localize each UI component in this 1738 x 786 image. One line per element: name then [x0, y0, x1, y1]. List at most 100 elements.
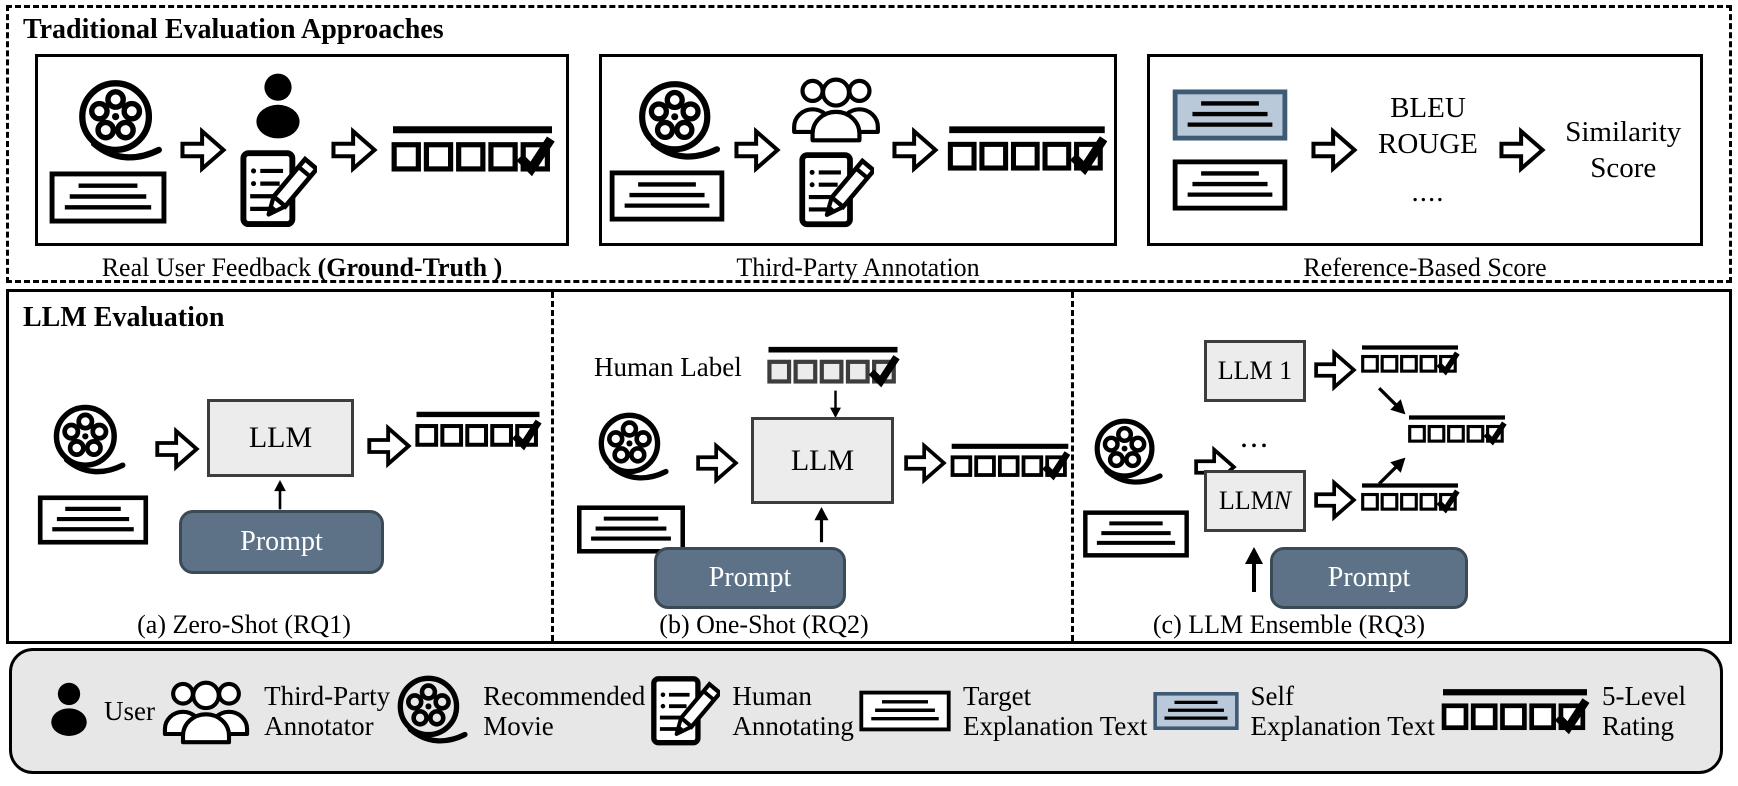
- up-arrow-icon: [1242, 542, 1266, 598]
- prompt-box: Prompt: [654, 547, 846, 609]
- legend-label-user: User: [104, 695, 155, 726]
- panel-real-user-feedback: [35, 54, 569, 246]
- rating-icon: [414, 410, 542, 451]
- prompt-box: Prompt: [1270, 547, 1468, 609]
- panel-column-third-party: Third-Party Annotation: [599, 54, 1117, 283]
- movie-reel-icon: [395, 673, 471, 749]
- rating-icon: [950, 442, 1070, 481]
- ensemble-dots: ...: [1240, 418, 1270, 454]
- target-text-icon: [37, 495, 149, 545]
- traditional-panel-row: Real User Feedback (Ground-Truth ): [35, 54, 1707, 283]
- panel-divider: [1071, 292, 1074, 641]
- prompt-box: Prompt: [179, 510, 384, 574]
- section-title-llm-evaluation: LLM Evaluation: [23, 302, 225, 333]
- self-text-icon: [1169, 89, 1291, 141]
- annotator-annotating-stack: [789, 70, 883, 230]
- up-arrow-icon: [272, 480, 288, 510]
- self-text-icon: [1153, 681, 1239, 741]
- movie-reel-icon: [51, 402, 129, 480]
- movie-and-text-stack: [609, 78, 725, 222]
- panel-third-party-annotation: [599, 54, 1117, 246]
- user-icon: [46, 680, 92, 742]
- rating-icon: [1440, 687, 1590, 735]
- target-text-icon: [1082, 510, 1190, 558]
- prompt-label: Prompt: [1327, 562, 1411, 593]
- metric-dots: ....: [1411, 176, 1445, 209]
- panel-caption-third-party: Third-Party Annotation: [736, 253, 980, 282]
- up-arrow-icon: [812, 507, 831, 543]
- block-arrow-icon: [1309, 125, 1359, 175]
- notepad-pencil-icon: [239, 149, 317, 230]
- notepad-pencil-icon: [798, 151, 874, 230]
- llm-evaluation-section: LLM Evaluation LLM Prompt (a) Zero-Shot …: [6, 289, 1732, 644]
- movie-reel-icon: [596, 410, 672, 486]
- similarity-line: Similarity: [1565, 115, 1682, 148]
- llm-n-label: LLM: [1218, 486, 1274, 515]
- metric-rouge: ROUGE: [1378, 127, 1478, 160]
- traditional-evaluation-section: Traditional Evaluation Approaches: [6, 5, 1732, 283]
- target-text-icon: [859, 679, 951, 743]
- block-arrow-icon: [732, 125, 782, 175]
- panel-reference-based-score: BLEU ROUGE .... Similarity Score: [1147, 54, 1703, 246]
- movie-reel-icon: [1092, 416, 1166, 490]
- rating-icon: [1360, 482, 1460, 514]
- one-shot-panel: Human Label LLM Prompt (b) One-Shot (RQ2…: [554, 292, 1071, 641]
- notepad-pencil-icon: [650, 675, 720, 748]
- llm-box: LLM: [751, 417, 894, 504]
- zero-shot-caption: (a) Zero-Shot (RQ1): [137, 610, 351, 639]
- section-title-traditional: Traditional Evaluation Approaches: [23, 14, 444, 45]
- prompt-label: Prompt: [240, 526, 323, 557]
- panel-caption-reference-based: Reference-Based Score: [1303, 253, 1547, 282]
- llm-ensemble-caption: (c) LLM Ensemble (RQ3): [1152, 610, 1426, 639]
- similarity-score-text: Similarity Score: [1565, 114, 1681, 187]
- panel-divider: [551, 292, 554, 641]
- group-icon: [160, 673, 252, 749]
- block-arrow-icon: [694, 440, 740, 486]
- panel-column-real-user-feedback: Real User Feedback (Ground-Truth ): [35, 54, 569, 283]
- block-arrow-icon: [178, 125, 228, 175]
- llm-box: LLM: [207, 399, 354, 477]
- llm-label: LLM: [248, 421, 313, 454]
- zero-shot-panel: LLM Prompt (a) Zero-Shot (RQ1): [9, 292, 551, 641]
- prompt-label: Prompt: [708, 562, 792, 593]
- llm-1-box: LLM 1: [1204, 340, 1306, 402]
- llm-n-box: LLM N: [1204, 470, 1306, 532]
- block-arrow-icon: [1312, 477, 1358, 523]
- down-arrow-icon: [828, 390, 843, 418]
- score-line: Score: [1590, 152, 1657, 184]
- human-label-text: Human Label: [594, 352, 742, 382]
- one-shot-caption: (b) One-Shot (RQ2): [659, 610, 869, 639]
- ensemble-rating-icon: [1407, 414, 1507, 446]
- block-arrow-icon: [329, 125, 379, 175]
- metric-bleu: BLEU: [1390, 91, 1466, 124]
- rating-icon: [1360, 344, 1460, 376]
- group-icon: [789, 70, 883, 147]
- target-text-icon: [1169, 159, 1291, 211]
- caption-bold-ground-truth: (Ground-Truth ): [317, 253, 503, 282]
- block-arrow-icon: [1312, 347, 1358, 393]
- block-arrow-icon: [1497, 125, 1547, 175]
- block-arrow-icon: [902, 440, 948, 486]
- legend-item-user: User: [46, 680, 155, 742]
- movie-and-text-stack: [49, 77, 167, 224]
- human-label-rating-icon: [766, 345, 900, 388]
- block-arrow-icon: [365, 422, 413, 470]
- metrics-text: BLEU ROUGE ....: [1378, 90, 1478, 211]
- rating-icon: [947, 124, 1107, 176]
- movie-reel-icon: [76, 77, 166, 167]
- target-text-icon: [49, 171, 167, 224]
- block-arrow-icon: [153, 425, 201, 473]
- self-target-text-stack: [1169, 89, 1291, 211]
- movie-reel-icon: [636, 78, 724, 166]
